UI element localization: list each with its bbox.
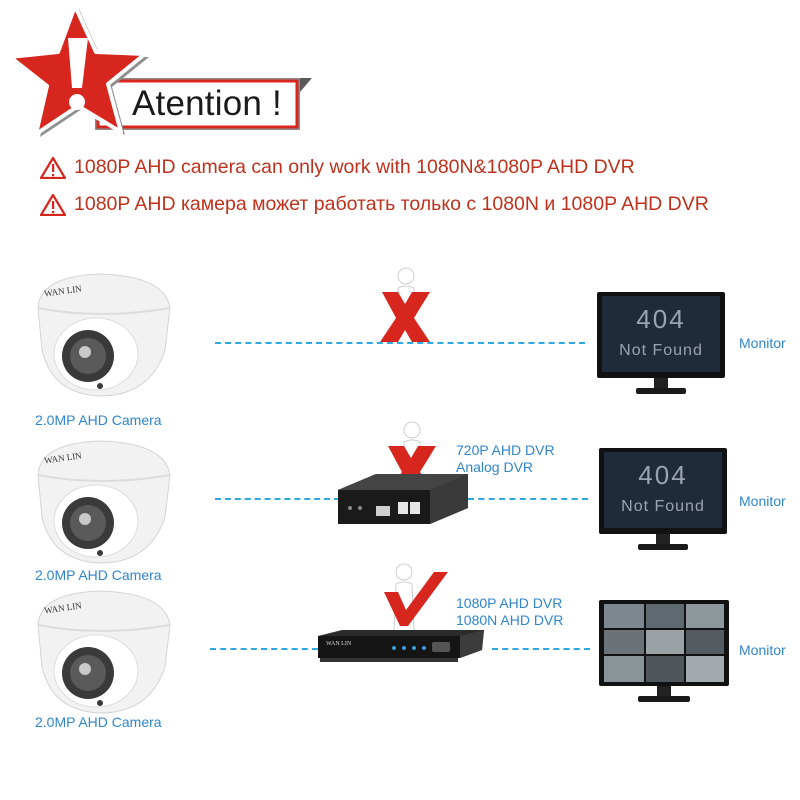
monitor-label-1: Monitor	[739, 335, 786, 351]
monitor-label-3: Monitor	[739, 642, 786, 658]
dome-camera-2: WAN LIN	[30, 435, 180, 570]
notice-russian: 1080P AHD камера может работать только с…	[40, 193, 709, 216]
banner-graphic	[8, 4, 312, 137]
monitor-error-text: Not Found	[621, 498, 705, 515]
red-check-icon	[384, 563, 448, 633]
dvr-label-3-line2: 1080N AHD DVR	[456, 612, 564, 628]
red-x-icon	[380, 267, 430, 342]
monitor-1: 404 Not Found	[596, 290, 726, 405]
camera-label-1: 2.0MP AHD Camera	[35, 412, 162, 428]
attention-banner	[0, 0, 800, 140]
dvr-device-icon	[338, 474, 468, 524]
monitor-icon	[597, 292, 725, 394]
monitor-error-code: 404	[638, 460, 688, 490]
warning-triangle-icon	[40, 156, 66, 179]
monitor-3	[598, 598, 730, 715]
dvr-device-icon	[318, 630, 484, 662]
dome-camera-3: WAN LIN	[30, 585, 180, 720]
notice-text: 1080P AHD camera can only work with 1080…	[74, 156, 635, 178]
warning-triangle-icon	[40, 193, 66, 216]
dvr-label-2-line2: Analog DVR	[456, 459, 534, 475]
connection-line-2a	[215, 498, 340, 500]
dvr-brand: WAN LIN	[326, 641, 352, 647]
ahd-dvr: WAN LIN	[314, 628, 486, 675]
connection-line-3b	[492, 648, 590, 650]
notice-text: 1080P AHD камера может работать только с…	[74, 193, 709, 215]
dome-camera-icon	[37, 440, 171, 564]
dome-camera-1: WAN LIN	[30, 268, 180, 403]
notice-english: 1080P AHD camera can only work with 1080…	[40, 156, 635, 179]
status-figure-1	[372, 266, 438, 346]
monitor-icon	[599, 448, 727, 550]
monitor-icon	[599, 600, 729, 702]
dome-camera-icon	[37, 273, 171, 397]
dome-camera-icon	[37, 590, 171, 714]
connection-line-1	[215, 342, 585, 344]
status-figure-3	[378, 562, 448, 639]
monitor-2: 404 Not Found	[598, 446, 728, 561]
exclamation-star-icon	[8, 4, 149, 137]
monitor-error-text: Not Found	[619, 342, 703, 359]
dvr-label-3-line1: 1080P AHD DVR	[456, 595, 563, 611]
camera-label-3: 2.0MP AHD Camera	[35, 714, 162, 730]
connection-line-3a	[210, 648, 318, 650]
banner-title: Atention !	[132, 84, 282, 123]
monitor-error-code: 404	[636, 304, 686, 334]
monitor-label-2: Monitor	[739, 493, 786, 509]
camera-label-2: 2.0MP AHD Camera	[35, 567, 162, 583]
analog-dvr	[336, 470, 470, 533]
dvr-label-2-line1: 720P AHD DVR	[456, 442, 555, 458]
connection-line-2b	[468, 498, 588, 500]
